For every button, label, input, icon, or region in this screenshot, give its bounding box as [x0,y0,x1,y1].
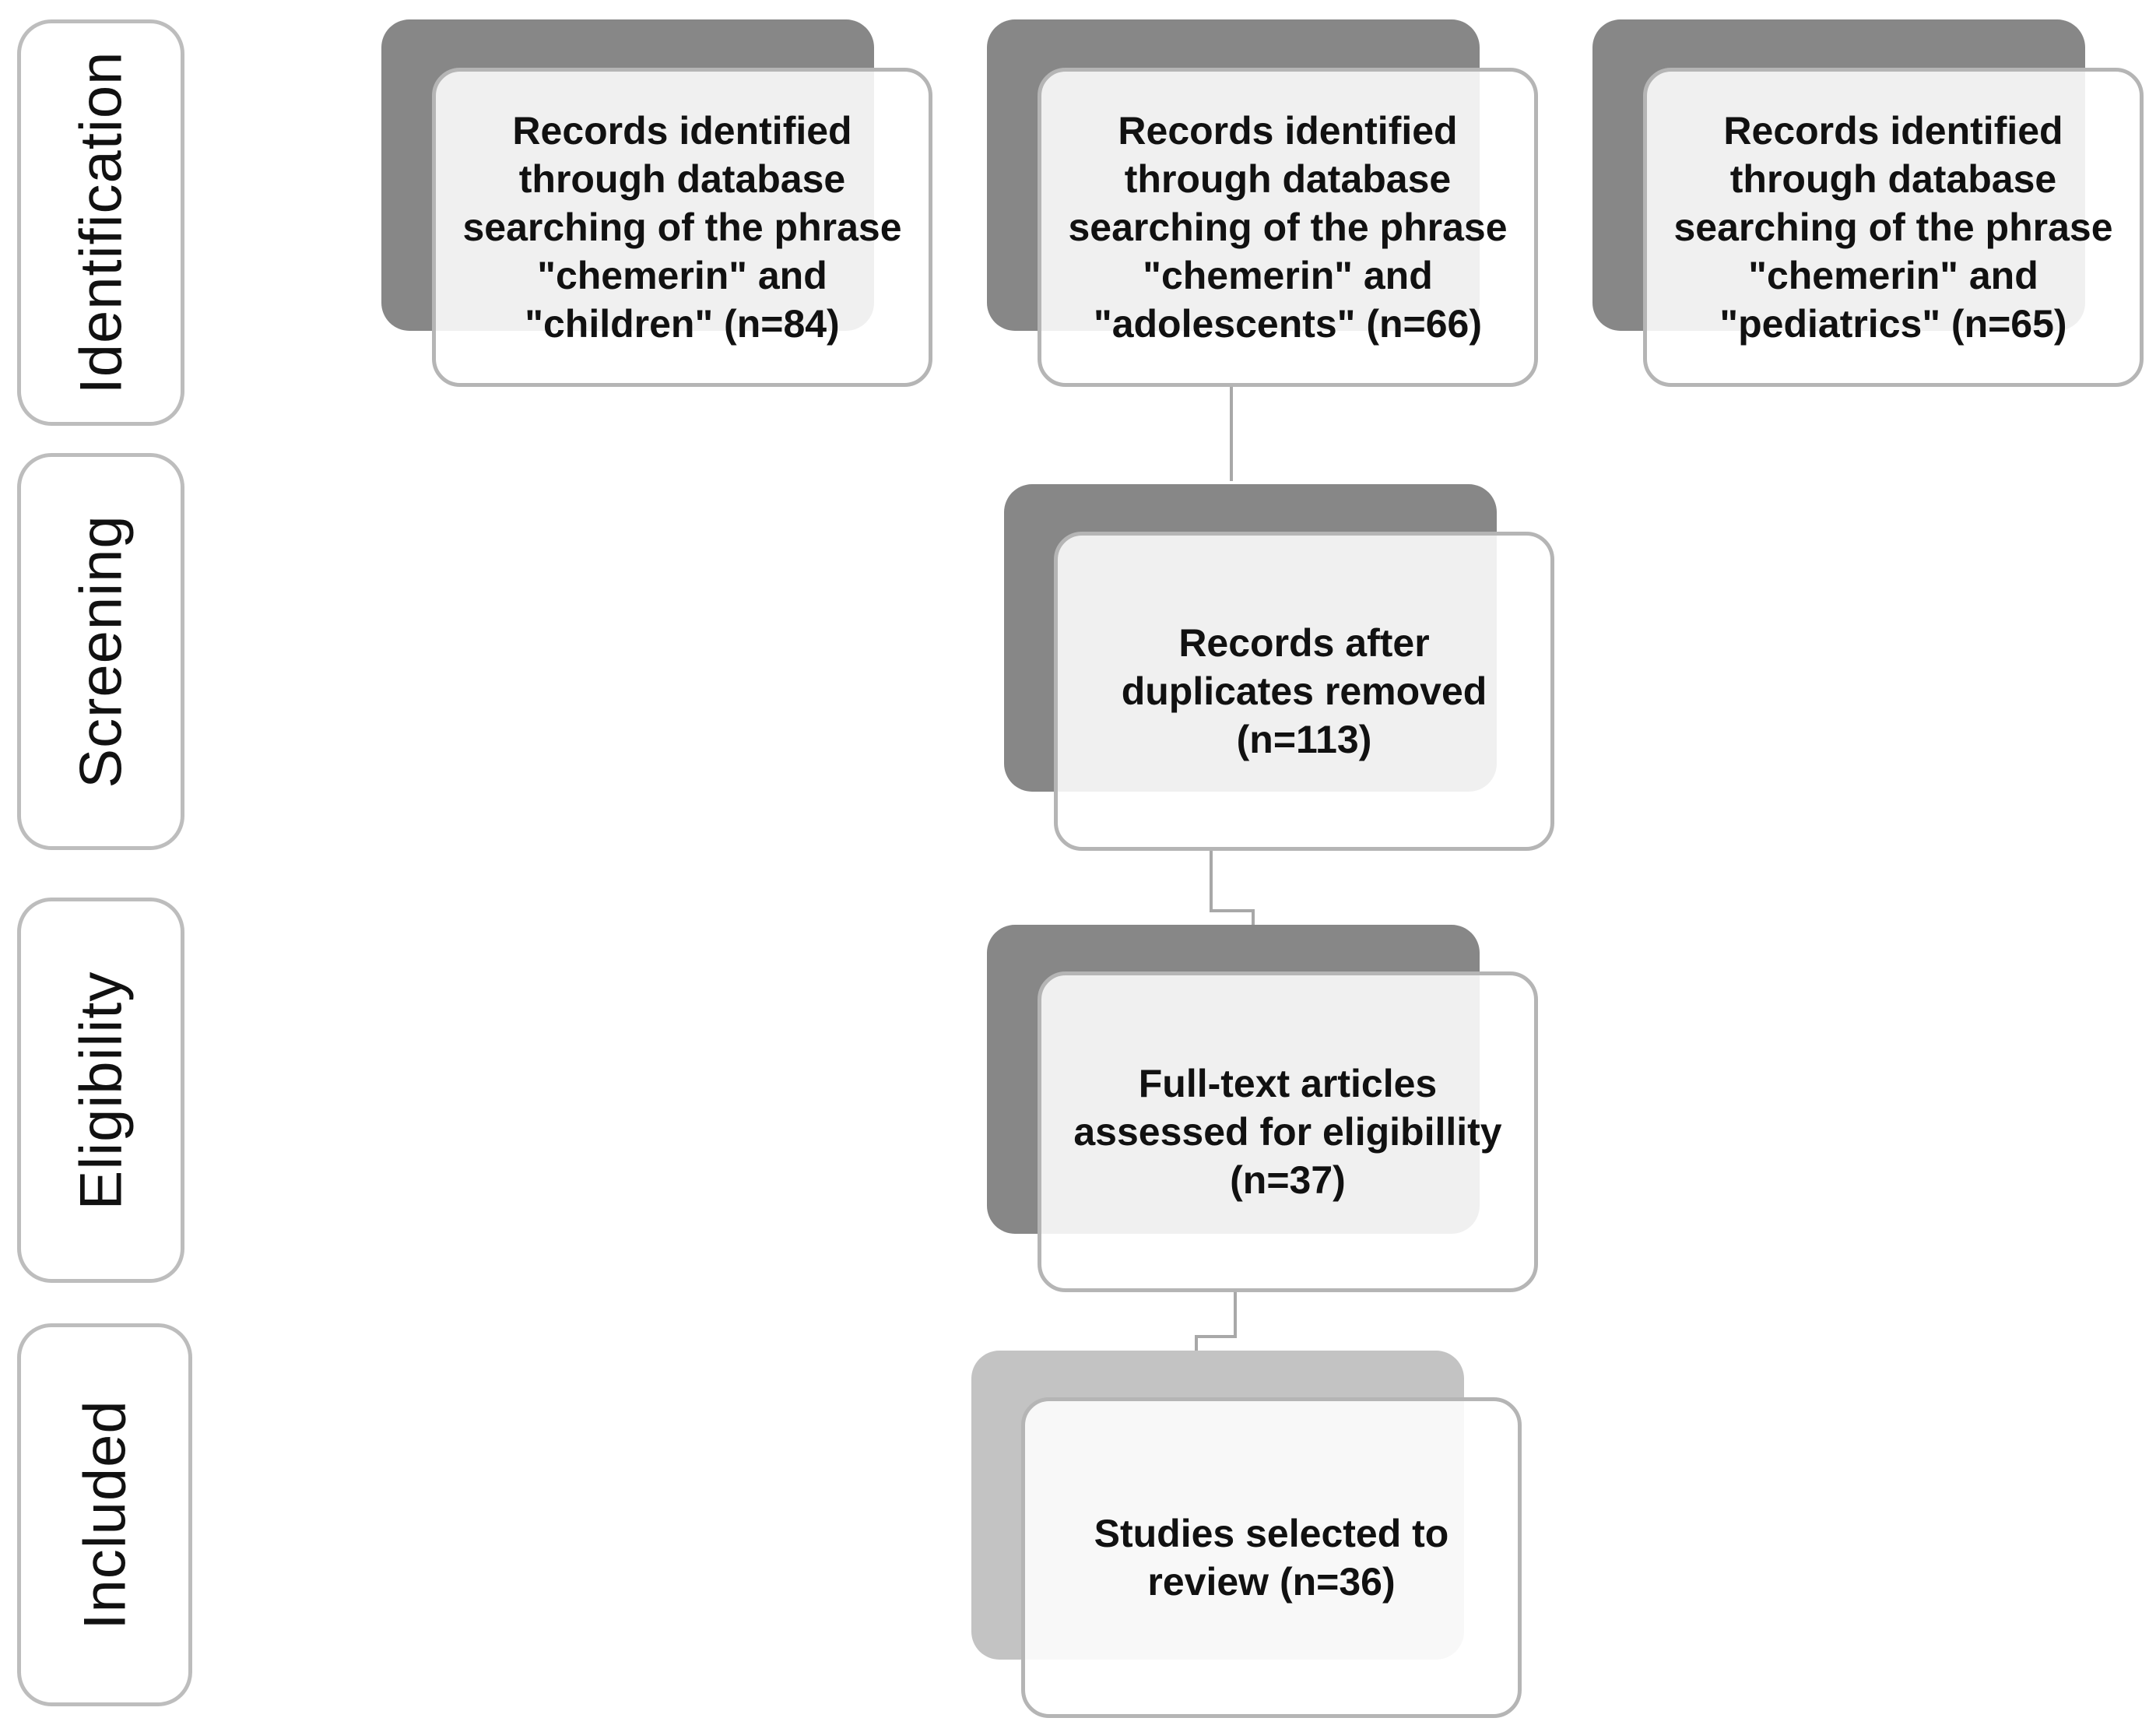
box-selected-text: Studies selected to review (n=36) [1094,1512,1449,1604]
box-full-text: Full-text articles assessed for eligibil… [1038,971,1538,1292]
stage-eligibility: Eligibility [17,898,184,1283]
box-selected: Studies selected to review (n=36) [1021,1397,1522,1718]
stage-identification: Identification [17,19,184,426]
box-records-adolescents: Records identified through database sear… [1038,68,1538,387]
box-after-duplicates-text: Records after duplicates removed (n=113) [1121,621,1487,761]
box-records-children-text: Records identified through database sear… [462,109,902,346]
box-after-duplicates: Records after duplicates removed (n=113) [1054,532,1554,851]
stage-screening-label: Screening [68,515,134,789]
box-records-pediatrics-text: Records identified through database sear… [1673,109,2113,346]
stage-included-label: Included [72,1400,138,1630]
box-records-pediatrics: Records identified through database sear… [1643,68,2144,387]
connector-screening-to-eligibility [1210,848,1255,925]
stage-eligibility-label: Eligibility [68,971,134,1210]
stage-included: Included [17,1323,192,1706]
connector-eligibility-to-included [1195,1288,1237,1351]
stage-screening: Screening [17,453,184,850]
box-records-adolescents-text: Records identified through database sear… [1068,109,1508,346]
box-full-text-text: Full-text articles assessed for eligibil… [1073,1062,1502,1202]
box-records-children: Records identified through database sear… [432,68,932,387]
stage-identification-label: Identification [68,51,134,395]
